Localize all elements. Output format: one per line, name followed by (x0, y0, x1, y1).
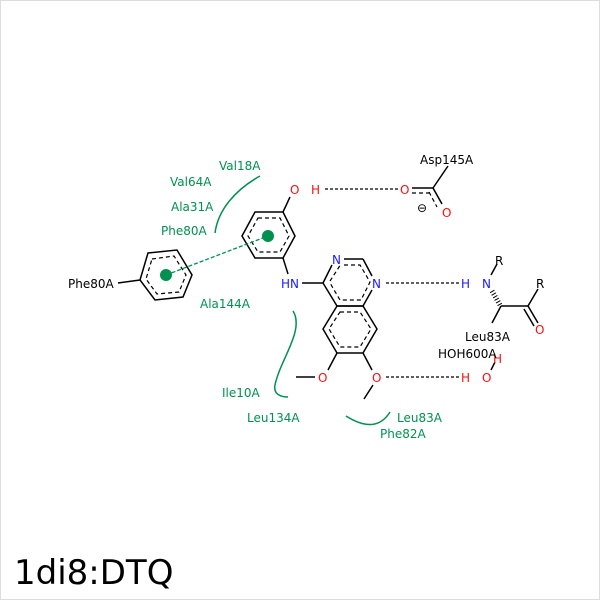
water (386, 361, 496, 378)
atom-n-leu: N (482, 277, 491, 291)
label-phe82: Phe82A (380, 427, 426, 441)
label-ala31: Ala31A (171, 200, 214, 214)
atom-h-water: H (461, 371, 470, 385)
label-phe80-ring: Phe80A (68, 277, 114, 291)
atom-hn: HN (281, 277, 299, 291)
atom-h-phenol: H (311, 183, 320, 197)
atom-o-asp-2: O (442, 206, 451, 220)
label-leu83-backbone: Leu83A (465, 330, 511, 344)
hydrophobic-arc-1 (214, 175, 261, 234)
label-ile10: Ile10A (222, 386, 261, 400)
pi-stacking-line (165, 235, 269, 276)
atom-o-asp: O (400, 183, 409, 197)
hydrophobic-arc-2 (273, 310, 297, 398)
atom-n3: N (332, 253, 341, 267)
r-group-1: R (495, 254, 503, 268)
label-ala144: Ala144A (200, 297, 251, 311)
diagram-title: 1di8:DTQ (14, 553, 173, 593)
atom-o-water: O (482, 371, 491, 385)
phe80-ring (117, 230, 274, 301)
negative-charge: ⊖ (417, 201, 427, 215)
label-val64: Val64A (170, 175, 212, 189)
leu83-backbone (386, 263, 539, 327)
label-leu83: Leu83A (397, 411, 443, 425)
label-hoh600: HOH600A (438, 347, 497, 361)
label-phe80: Phe80A (161, 224, 207, 238)
atom-h-water-2: H (493, 352, 502, 366)
atom-h-leu: H (461, 277, 470, 291)
asp145-residue (325, 165, 449, 208)
quinazoline-core (296, 258, 378, 400)
atom-o-leu: O (535, 323, 544, 337)
label-asp145: Asp145A (420, 153, 474, 167)
label-leu134: Leu134A (247, 411, 300, 425)
atom-n1: N (372, 277, 381, 291)
atom-o-methoxy-6: O (318, 371, 327, 385)
phenol-ring (241, 196, 296, 275)
r-group-2: R (536, 277, 544, 291)
hydrophobic-arc-3 (345, 411, 391, 426)
label-val18: Val18A (219, 159, 261, 173)
atom-o-methoxy-7: O (372, 371, 381, 385)
atom-o-phenol: O (290, 183, 299, 197)
